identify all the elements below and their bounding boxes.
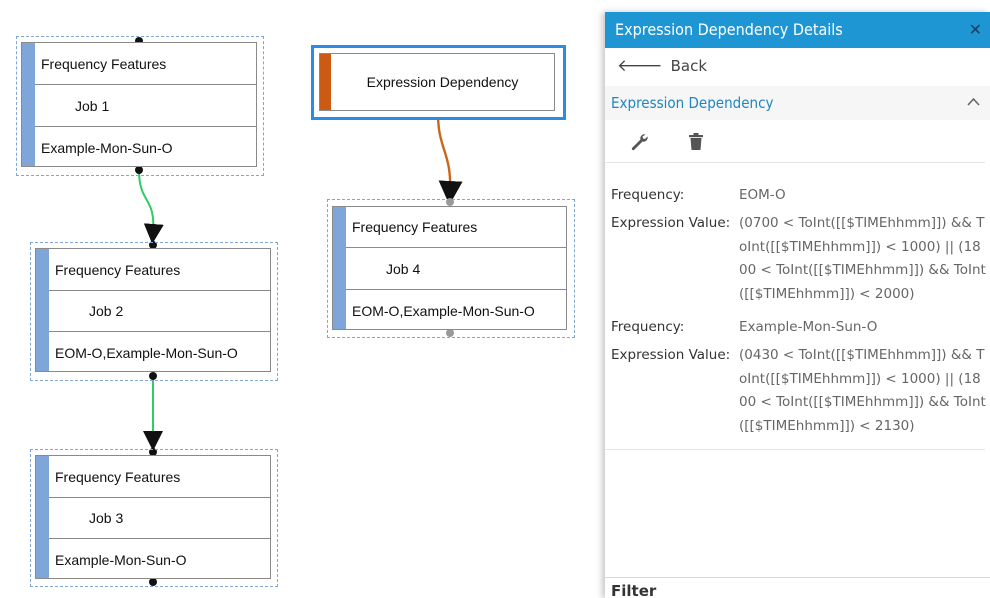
port-dot[interactable]	[446, 198, 454, 206]
frequency-value: EOM-O	[739, 187, 786, 203]
job-node-1[interactable]: Frequency Features Job 1 Example-Mon-Sun…	[21, 42, 257, 167]
panel-title: Expression Dependency Details	[615, 20, 843, 39]
details-panel: Expression Dependency Details ✕ 🡐 Back E…	[605, 12, 990, 598]
port-dot[interactable]	[446, 329, 454, 337]
toolbar	[605, 120, 985, 163]
job-color-bar	[333, 207, 346, 329]
close-icon[interactable]: ✕	[968, 20, 982, 39]
job-title: Frequency Features	[49, 249, 270, 291]
frequency-label: Frequency:	[611, 319, 685, 335]
filter-label[interactable]: Filter	[611, 582, 657, 598]
expression-color-bar	[320, 54, 331, 110]
wrench-icon[interactable]	[629, 132, 649, 152]
port-dot[interactable]	[149, 578, 157, 586]
port-dot[interactable]	[135, 166, 143, 174]
arrow-left-icon: 🡐	[617, 56, 663, 76]
port-dot[interactable]	[149, 372, 157, 380]
expression-node-label: Expression Dependency	[366, 74, 519, 90]
divider	[605, 449, 985, 450]
job-name: Job 3	[49, 498, 270, 539]
expression-label: Expression Value:	[611, 215, 731, 231]
job-node-2-frame	[30, 242, 278, 381]
job-node-3[interactable]: Frequency Features Job 3 Example-Mon-Sun…	[35, 455, 271, 579]
expression-dependency-node[interactable]: Expression Dependency	[311, 45, 566, 120]
expression-row: Expression Value: (0430 < ToInt([[$TIMEh…	[611, 344, 986, 440]
job-node-3-frame	[30, 449, 278, 587]
edge-job1-job2[interactable]	[138, 169, 164, 244]
panel-header: Expression Dependency Details ✕	[605, 12, 990, 48]
chevron-up-icon[interactable]	[967, 86, 980, 120]
frequency-row: Frequency: EOM-O	[611, 184, 986, 208]
job-name: Job 4	[346, 248, 566, 290]
section-header[interactable]: Expression Dependency	[605, 86, 990, 120]
job-node-4-frame	[327, 199, 575, 338]
section-title: Expression Dependency	[611, 94, 774, 112]
job-color-bar	[36, 249, 49, 371]
job-frequency: Example-Mon-Sun-O	[55, 551, 187, 568]
job-title: Frequency Features	[35, 43, 256, 85]
job-node-4[interactable]: Frequency Features Job 4 EOM-O,Example-M…	[332, 206, 567, 330]
job-color-bar	[22, 43, 35, 166]
port-dot[interactable]	[149, 241, 157, 249]
job-title: Frequency Features	[49, 456, 270, 498]
frequency-label: Frequency:	[611, 187, 685, 203]
job-frequency: Example-Mon-Sun-O	[41, 139, 173, 156]
job-frequency: EOM-O,Example-Mon-Sun-O	[352, 302, 535, 319]
job-node-1-frame	[16, 36, 264, 176]
divider	[605, 577, 990, 578]
expression-value: (0430 < ToInt([[$TIMEhhmm]]) && ToInt([[…	[739, 347, 986, 434]
expression-label: Expression Value:	[611, 347, 731, 363]
job-name: Job 1	[35, 85, 256, 127]
back-button[interactable]: 🡐 Back	[617, 55, 707, 77]
job-color-bar	[36, 456, 49, 578]
expression-node-body: Expression Dependency	[319, 53, 555, 111]
back-label: Back	[670, 57, 708, 75]
port-dot[interactable]	[149, 448, 157, 456]
edge-expression-job4[interactable]	[436, 113, 463, 205]
expression-row: Expression Value: (0700 < ToInt([[$TIMEh…	[611, 212, 986, 308]
frequency-value: Example-Mon-Sun-O	[739, 319, 878, 335]
job-title: Frequency Features	[346, 207, 566, 248]
frequency-row: Frequency: Example-Mon-Sun-O	[611, 316, 986, 340]
job-frequency: EOM-O,Example-Mon-Sun-O	[55, 344, 238, 361]
expression-value: (0700 < ToInt([[$TIMEhhmm]]) && ToInt([[…	[739, 215, 986, 302]
job-node-2[interactable]: Frequency Features Job 2 EOM-O,Example-M…	[35, 248, 271, 372]
job-name: Job 2	[49, 291, 270, 332]
trash-icon[interactable]	[687, 132, 707, 152]
